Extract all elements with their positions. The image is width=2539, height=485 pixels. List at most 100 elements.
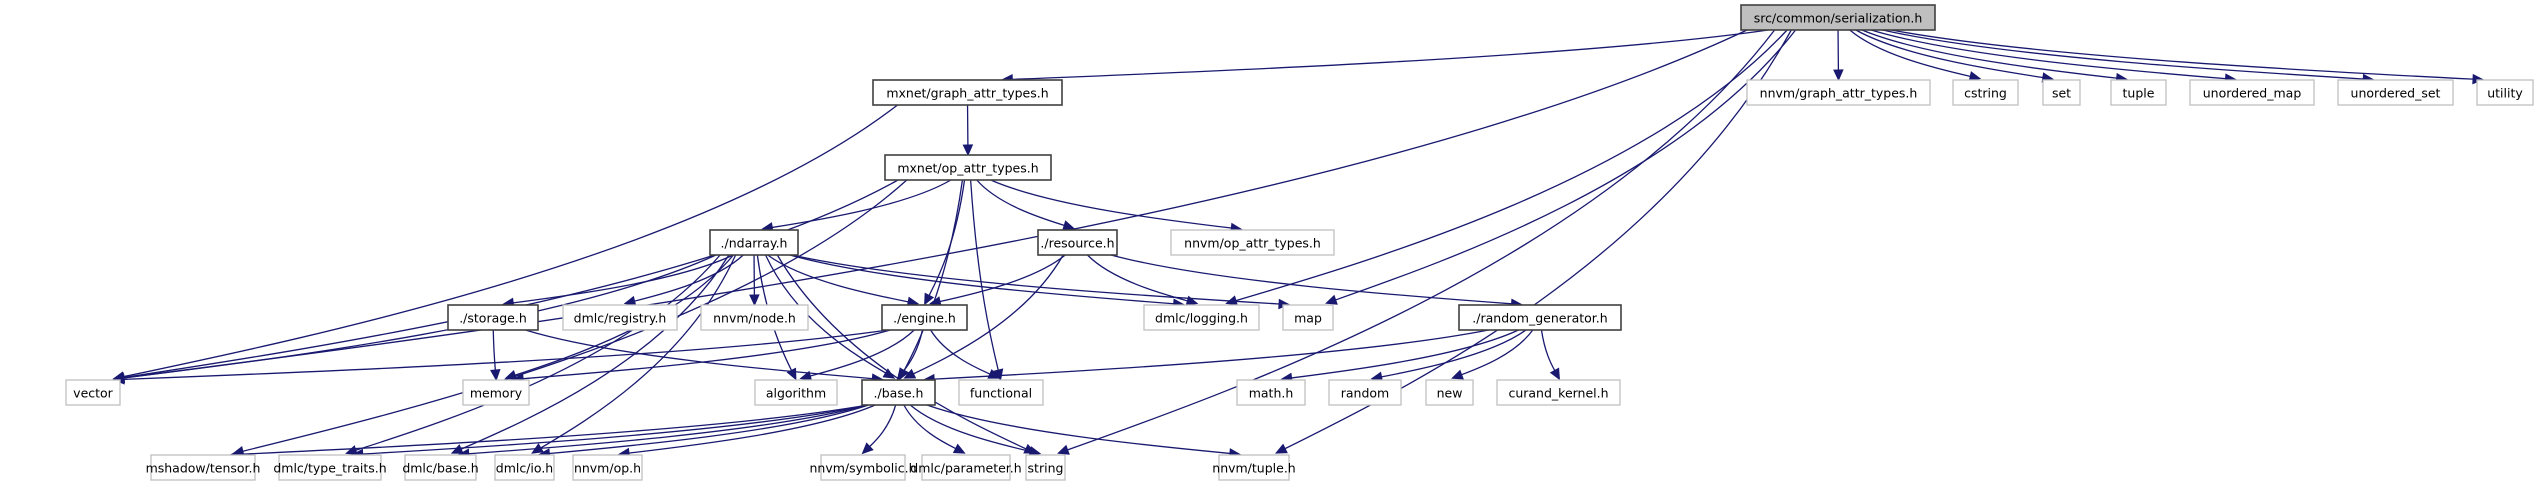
edge-root-to-utility xyxy=(1891,29,2474,80)
node-label: string xyxy=(1028,461,1064,476)
edge-ndarray-to-dmlc-registry xyxy=(634,254,744,302)
node-curand-kernel: curand_kernel.h xyxy=(1496,379,1621,406)
node-box[interactable] xyxy=(884,154,1052,181)
node-box[interactable] xyxy=(447,304,539,331)
edge-ndarray-to-storage xyxy=(513,254,734,304)
node-box xyxy=(150,454,256,481)
node-dmlc-registry: dmlc/registry.h xyxy=(562,304,678,331)
node-box xyxy=(1952,79,2019,106)
node-storage[interactable]: ./storage.h xyxy=(447,304,539,331)
node-box[interactable] xyxy=(709,229,799,256)
edge-random-generator-to-new xyxy=(1461,329,1534,376)
node-box xyxy=(1746,79,1931,106)
node-box xyxy=(562,304,678,331)
node-engine[interactable]: ./engine.h xyxy=(881,304,968,331)
edge-root-to-mxnet-graph-attr-types xyxy=(1012,29,1769,80)
node-label: random xyxy=(1341,386,1389,401)
edge-ndarray-to-dmlc-type-traits xyxy=(355,254,721,451)
node-box xyxy=(754,379,838,406)
node-box xyxy=(2042,79,2081,106)
node-box[interactable] xyxy=(1037,229,1118,256)
node-box[interactable] xyxy=(1740,4,1936,31)
node-box xyxy=(404,454,477,481)
node-resource[interactable]: ./resource.h xyxy=(1037,229,1118,256)
edge-base-to-dmlc-io xyxy=(549,404,869,455)
node-box xyxy=(2189,79,2315,106)
edge-ndarray-to-vector xyxy=(123,254,717,379)
node-mxnet-op-attr-types[interactable]: mxnet/op_attr_types.h xyxy=(884,154,1052,181)
arrowhead-icon xyxy=(1185,295,1199,306)
edge-ndarray-to-dmlc-logging xyxy=(789,254,1174,305)
node-label: dmlc/io.h xyxy=(496,461,553,476)
node-label: mxnet/op_attr_types.h xyxy=(897,161,1038,176)
node-label: ./storage.h xyxy=(459,311,527,326)
node-box xyxy=(494,454,555,481)
arrowhead-icon xyxy=(1325,294,1338,305)
edge-mxnet-op-attr-types-to-resource xyxy=(976,179,1065,227)
node-label: ./random_generator.h xyxy=(1472,311,1607,326)
edge-storage-to-memory xyxy=(492,329,497,371)
arrowhead-icon xyxy=(490,369,501,382)
node-new: new xyxy=(1425,379,1474,406)
node-nnvm-graph-attr-types: nnvm/graph_attr_types.h xyxy=(1746,79,1931,106)
node-box xyxy=(572,454,643,481)
arrowhead-icon xyxy=(1057,444,1070,455)
node-memory: memory xyxy=(462,379,530,406)
node-random-generator[interactable]: ./random_generator.h xyxy=(1458,304,1622,331)
edge-mxnet-op-attr-types-to-nnvm-op-attr-types xyxy=(990,179,1232,229)
node-label: new xyxy=(1437,386,1463,401)
node-root[interactable]: src/common/serialization.h xyxy=(1740,4,1936,31)
node-label: ./base.h xyxy=(874,386,924,401)
arrowhead-icon xyxy=(896,367,909,380)
edge-root-to-dmlc-logging xyxy=(1235,29,1788,302)
edge-resource-to-dmlc-logging xyxy=(1086,254,1188,302)
node-dmlc-type-traits: dmlc/type_traits.h xyxy=(273,454,387,481)
edge-mxnet-op-attr-types-to-functional xyxy=(969,179,999,371)
node-dmlc-io: dmlc/io.h xyxy=(494,454,555,481)
node-box xyxy=(1143,304,1260,331)
edge-resource-to-engine xyxy=(939,254,1066,303)
node-box xyxy=(2110,79,2167,106)
edge-engine-to-functional xyxy=(930,329,991,375)
edge-root-to-unordered-map xyxy=(1870,29,2226,80)
node-box xyxy=(2476,79,2534,106)
edge-root-to-set xyxy=(1855,29,2043,79)
node-box[interactable] xyxy=(1458,304,1622,331)
node-box xyxy=(1496,379,1621,406)
node-box xyxy=(700,304,809,331)
node-label: cstring xyxy=(1964,86,2007,101)
node-dmlc-base: dmlc/base.h xyxy=(402,454,479,481)
node-box[interactable] xyxy=(881,304,968,331)
node-label: curand_kernel.h xyxy=(1508,386,1608,401)
edge-base-to-nnvm-op xyxy=(628,404,876,454)
edge-random-generator-to-math xyxy=(1291,329,1519,379)
node-nnvm-node: nnvm/node.h xyxy=(700,304,809,331)
node-base[interactable]: ./base.h xyxy=(861,379,936,406)
edge-base-to-dmlc-base xyxy=(468,404,869,455)
arrowhead-icon xyxy=(882,368,896,379)
edge-base-to-nnvm-symbolic xyxy=(869,404,897,447)
node-label: ./resource.h xyxy=(1040,236,1114,251)
edge-root-to-cstring xyxy=(1849,29,1971,78)
edge-random-generator-to-random xyxy=(1381,329,1527,378)
node-box[interactable] xyxy=(861,379,936,406)
node-label: mshadow/tensor.h xyxy=(146,461,261,476)
node-ndarray[interactable]: ./ndarray.h xyxy=(709,229,799,256)
arrowhead-icon xyxy=(749,294,760,307)
node-label: functional xyxy=(970,386,1032,401)
edge-base-to-nnvm-tuple xyxy=(926,404,1230,455)
edge-mxnet-op-attr-types-to-engine xyxy=(928,179,966,296)
node-box xyxy=(65,379,121,406)
node-label: ./ndarray.h xyxy=(721,236,788,251)
edge-mxnet-op-attr-types-to-mshadow-tensor xyxy=(242,179,908,452)
arrowhead-icon xyxy=(1549,367,1561,381)
node-functional: functional xyxy=(958,379,1044,406)
node-box xyxy=(462,379,530,406)
node-unordered-set: unordered_set xyxy=(2337,79,2454,106)
node-mxnet-graph-attr-types[interactable]: mxnet/graph_attr_types.h xyxy=(872,79,1063,106)
node-box xyxy=(1328,379,1402,406)
node-label: nnvm/graph_attr_types.h xyxy=(1760,86,1918,101)
edge-engine-to-memory xyxy=(523,329,891,380)
node-box[interactable] xyxy=(872,79,1063,106)
arrowhead-icon xyxy=(924,292,935,306)
